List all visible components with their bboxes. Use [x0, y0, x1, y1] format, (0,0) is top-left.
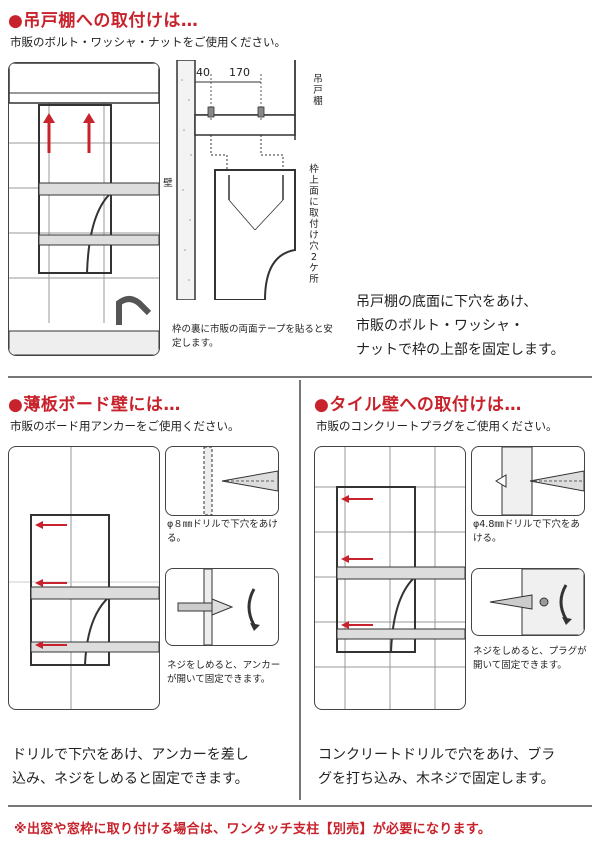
- plug-caption: ネジをしめると、プラグが開いて固定できます。: [473, 646, 587, 671]
- drill-caption-board: φ８㎜ドリルで下穴をあける。: [167, 519, 278, 544]
- kitchen-cabinet-illustration: [8, 62, 160, 356]
- footer-note: ※出窓や窓枠に取り付ける場合は、ワンタッチ支柱【別売】が必要になります。: [14, 822, 492, 837]
- section2-body-line1: ドリルで下穴をあけ、アンカーを差し: [12, 747, 249, 763]
- section1-body-line2: 市販のボルト・ワッシャ・: [356, 318, 524, 334]
- section1-body-line1: 吊戸棚の底面に下穴をあけ、: [356, 294, 538, 310]
- anchor-caption: ネジをしめると、アンカーが開いて固定できます。: [167, 660, 281, 685]
- tape-note: 枠の裏に市販の両面テープを貼ると安定します。: [172, 324, 333, 349]
- board-wall-illustration: [8, 446, 160, 710]
- plug-detail: [471, 568, 585, 636]
- label-mounting-holes: 枠上面に取付け穴2ケ所: [309, 164, 319, 285]
- section3-body-line2: グを打ち込み、木ネジで固定します。: [318, 771, 555, 787]
- anchor-detail: [165, 568, 279, 646]
- dimension-40: 40: [196, 66, 210, 79]
- section1-body-line3: ナットで枠の上部を固定します。: [356, 342, 565, 358]
- drill-hole-tile-detail: [471, 446, 585, 516]
- label-cabinet: 吊戸棚: [313, 74, 323, 107]
- section1-title: ●吊戸棚への取付けは…: [8, 11, 199, 31]
- section1-subtitle: 市販のボルト・ワッシャ・ナットをご使用ください。: [10, 35, 286, 49]
- section2-body-line2: 込み、ネジをしめると固定できます。: [12, 771, 249, 787]
- tile-wall-illustration: [314, 446, 466, 710]
- section-divider: [8, 376, 592, 378]
- section2-title: ●薄板ボード壁には…: [8, 395, 181, 415]
- cabinet-mounting-diagram: [176, 60, 296, 300]
- drill-caption-tile: φ4.8㎜ドリルで下穴をあける。: [473, 519, 580, 544]
- label-wall: 壁: [163, 178, 173, 189]
- footer-divider: [8, 805, 592, 807]
- section3-body-line1: コンクリートドリルで穴をあけ、ブラ: [318, 747, 556, 763]
- section3-title: ●タイル壁への取付けは…: [314, 395, 522, 415]
- dimension-170: 170: [229, 66, 250, 79]
- column-divider: [299, 380, 301, 800]
- section2-subtitle: 市販のボード用アンカーをご使用ください。: [10, 419, 240, 433]
- section3-subtitle: 市販のコンクリートプラグをご使用ください。: [316, 419, 558, 433]
- drill-hole-board-detail: [165, 446, 279, 516]
